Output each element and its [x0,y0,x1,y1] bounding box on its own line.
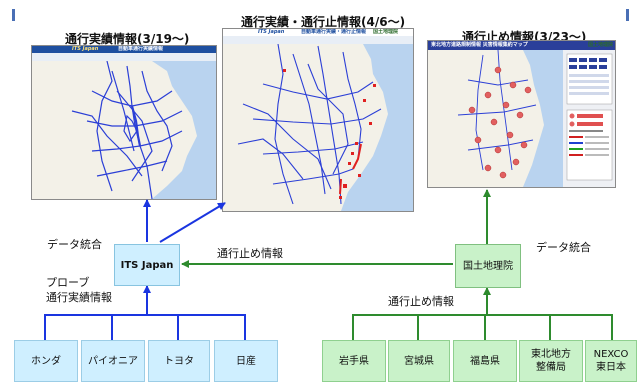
its-japan-hub: ITS Japan [114,244,180,286]
center-screen-title: 通行実績・通行止情報(4/6〜) [241,15,406,29]
source-pioneer: パイオニア [81,340,145,382]
right-source-bracket [352,314,613,340]
corner-mark-left [12,9,15,21]
source-toyota: トヨタ [148,340,210,382]
source-iwate: 岩手県 [322,340,386,382]
left-map-screenshot: ITS Japan 自動車通行実績情報 [31,45,217,200]
left-screen-title: 通行実績情報(3/19〜) [65,32,190,46]
closure-info-label-center: 通行止め情報 [217,247,283,260]
center-map-screenshot: ITS Japan 自動車通行実績・通行止情報 国土地理院 [222,28,414,212]
probe-label: プローブ 通行実績情報 [46,275,112,305]
source-tohoku-bureau: 東北地方 整備局 [519,340,583,382]
probe-label-line2: 通行実績情報 [46,291,112,304]
corner-mark-right [626,9,629,21]
right-map-screenshot: 東北地方道路規制情報 災害情報集約マップ 国土地理院 [427,40,616,188]
source-nexco-east: NEXCO 東日本 [585,340,637,382]
right-screen-header: 東北地方道路規制情報 災害情報集約マップ [431,42,528,48]
right-screen-logo: 国土地理院 [588,42,614,48]
source-miyagi: 宮城県 [388,340,450,382]
center-map-graphic [223,44,413,211]
center-screen-subtitle: 自動車通行実績・通行止情報 [301,29,367,35]
data-integration-label-left: データ統合 [47,238,102,251]
closure-info-label-bottom: 通行止め情報 [388,295,454,308]
data-integration-label-right: データ統合 [536,241,591,254]
left-screen-subtitle: 自動車通行実績情報 [118,46,164,52]
source-nissan: 日産 [214,340,278,382]
center-screen-brand: ITS Japan [258,29,285,35]
gsi-hub: 国土地理院 [455,244,521,288]
its-to-center-screen-arrow [159,202,226,243]
source-fukushima: 福島県 [453,340,517,382]
probe-label-line1: プローブ [46,276,90,289]
left-map-graphic [32,61,216,199]
right-map-graphic [428,50,615,187]
source-honda: ホンダ [14,340,78,382]
center-screen-logo: 国土地理院 [373,29,399,35]
left-screen-brand: ITS Japan [72,46,99,52]
left-source-bracket [44,314,246,340]
